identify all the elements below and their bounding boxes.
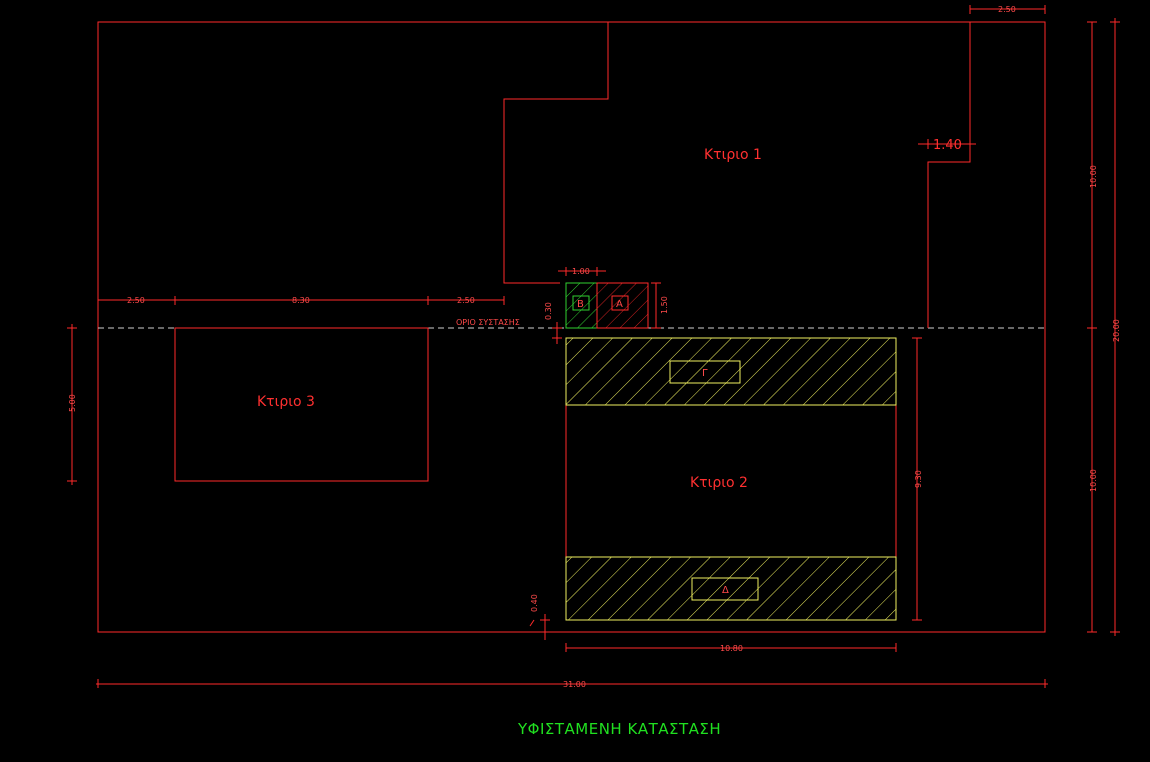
zone-a-tag: [611, 295, 629, 311]
zone-d-label: Δ: [722, 585, 729, 596]
building-1-label: Κτιριο 1: [704, 147, 762, 163]
zone-b-tag: [572, 295, 590, 311]
dim-top-right: 2.50: [998, 5, 1016, 14]
building-3-outline: [174, 327, 429, 482]
boundary-label: ΟΡΙΟ ΣΥΣΤΑΣΗΣ: [456, 318, 520, 327]
dim-offset-b1: 1.40: [933, 138, 962, 153]
zone-g-tag: [669, 360, 741, 384]
dim-total-v: 20.00: [1112, 319, 1121, 342]
dim-gap-small: 0.30: [544, 302, 553, 320]
dim-small-w: 1.00: [572, 267, 590, 276]
plot-boundary: [97, 21, 1046, 633]
dim-b2-w: 10.80: [720, 644, 743, 653]
building-1-outline-left: [503, 22, 609, 284]
dim-seg2: 8.30: [292, 296, 310, 305]
zone-d-hatch: [566, 557, 896, 620]
zone-g: [565, 337, 897, 406]
dim-upper-right: 10.00: [1089, 165, 1098, 188]
dim-b2-h: 9.30: [914, 470, 923, 488]
zone-b-hatch: [566, 283, 597, 328]
dim-left-v: 5.00: [68, 394, 77, 412]
building-1-outline-right: [927, 22, 971, 328]
dim-seg3: 2.50: [457, 296, 475, 305]
zone-d: [565, 556, 897, 621]
dim-seg1: 2.50: [127, 296, 145, 305]
zone-g-label: Γ: [702, 368, 708, 379]
building-2-label: Κτιριο 2: [690, 475, 748, 491]
drawing-title: ΥΦΙΣΤΑΜΕΝΗ ΚΑΤΑΣΤΑΣΗ: [517, 720, 721, 738]
zone-a-hatch: [597, 283, 648, 328]
zone-b-label: Β: [577, 299, 584, 310]
dim-lower-right: 10.00: [1089, 469, 1098, 492]
zone-a-label: Α: [616, 299, 623, 310]
dim-bottom-gap: 0.40: [530, 594, 539, 612]
zone-g-hatch: [566, 338, 896, 405]
zone-a: [596, 282, 649, 329]
building-3-label: Κτιριο 3: [257, 394, 315, 410]
dim-small-h: 1.50: [660, 296, 669, 314]
zone-d-tag: [691, 577, 759, 601]
dim-total-w: 31.00: [563, 680, 586, 689]
